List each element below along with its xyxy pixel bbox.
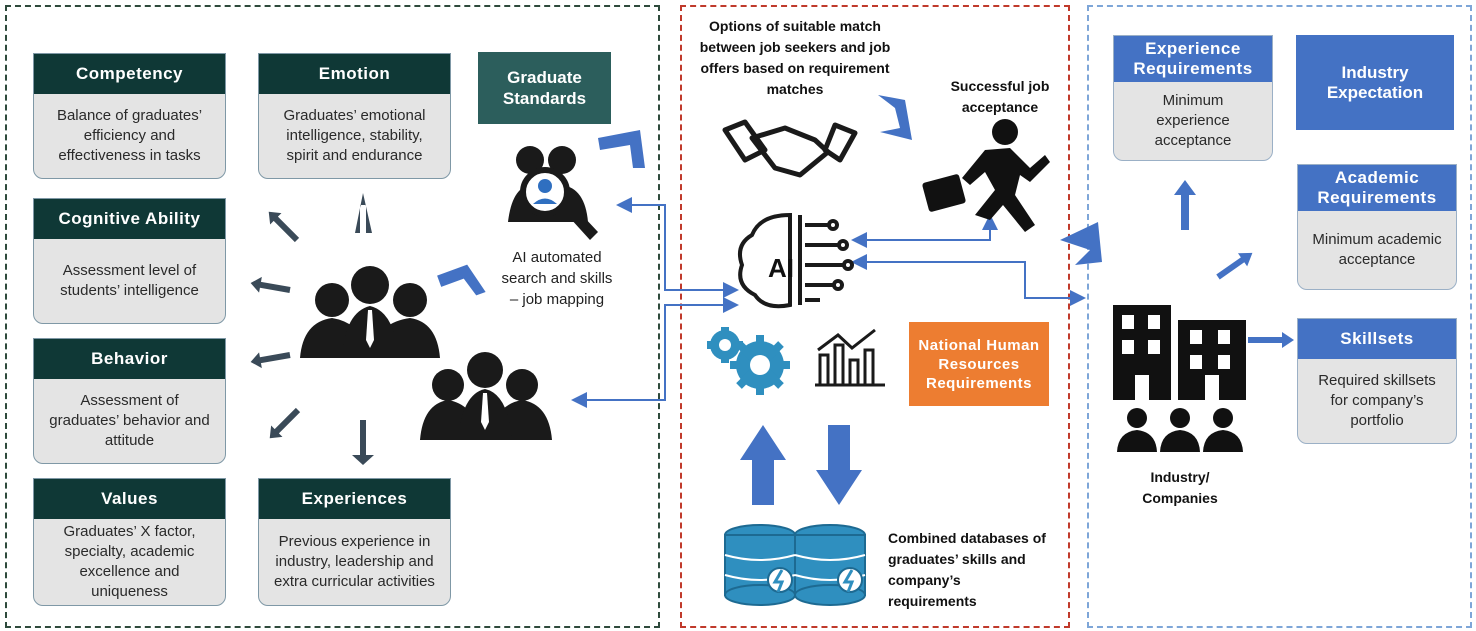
emotion-title: Emotion	[259, 54, 450, 94]
handshake-icon	[722, 119, 858, 178]
experiences-card: Experiences Previous experience in indus…	[258, 478, 451, 606]
national-hr-tag: National Human Resources Requirements	[909, 322, 1049, 406]
experience-req-card: Experience Requirements Minimum experien…	[1113, 35, 1273, 161]
ai-search-label: AI automated search and skills – job map…	[501, 249, 613, 308]
options-text: Options of suitable match between job se…	[699, 18, 891, 97]
skillsets-desc: Required skillsets for company’s portfol…	[1318, 372, 1436, 429]
ai-brain-icon	[738, 212, 854, 309]
database-icon	[724, 524, 866, 606]
cognitive-title: Cognitive Ability	[34, 199, 225, 239]
behavior-title: Behavior	[34, 339, 225, 379]
values-title: Values	[34, 479, 225, 519]
cognitive-card: Cognitive Ability Assessment level of st…	[33, 198, 226, 324]
behavior-card: Behavior Assessment of graduates’ behavi…	[33, 338, 226, 464]
dark-arrows	[250, 193, 374, 465]
competency-title: Competency	[34, 54, 225, 94]
competency-card: Competency Balance of graduates’ efficie…	[33, 53, 226, 179]
experiences-desc: Previous experience in industry, leaders…	[274, 533, 435, 590]
success-text: Successful job acceptance	[950, 78, 1050, 115]
academic-req-title: Academic Requirements	[1298, 165, 1456, 211]
ai-text: AI	[768, 253, 794, 283]
blue-chevrons	[437, 95, 1102, 296]
cognitive-desc: Assessment level of students’ intelligen…	[60, 262, 199, 299]
emotion-desc: Graduates’ emotional intelligence, stabi…	[283, 107, 426, 164]
values-desc: Graduates’ X factor, specialty, academic…	[63, 523, 196, 600]
competency-desc: Balance of graduates’ efficiency and eff…	[56, 107, 203, 164]
gears-icon	[707, 327, 790, 395]
buildings-icon	[1113, 305, 1246, 452]
database-text: Combined databases of graduates’ skills …	[888, 530, 1046, 609]
graduate-standards-tag: Graduate Standards	[478, 52, 611, 124]
skillsets-card: Skillsets Required skillsets for company…	[1297, 318, 1457, 444]
graduates-group-icon	[300, 266, 440, 358]
experience-req-desc: Minimum experience acceptance	[1154, 92, 1232, 149]
graduates-pool-icon	[420, 352, 552, 440]
db-arrows	[740, 425, 862, 505]
analytics-chart-icon	[815, 328, 885, 387]
industry-arrows	[1174, 180, 1294, 348]
industry-label: Industry/ Companies	[1142, 469, 1218, 506]
skillsets-title: Skillsets	[1298, 319, 1456, 359]
values-card: Values Graduates’ X factor, specialty, a…	[33, 478, 226, 606]
behavior-desc: Assessment of graduates’ behavior and at…	[49, 392, 210, 449]
academic-req-card: Academic Requirements Minimum academic a…	[1297, 164, 1457, 290]
academic-req-desc: Minimum academic acceptance	[1312, 231, 1442, 268]
experience-req-title: Experience Requirements	[1114, 36, 1272, 82]
emotion-card: Emotion Graduates’ emotional intelligenc…	[258, 53, 451, 179]
industry-expectation-tag: Industry Expectation	[1296, 35, 1454, 130]
industry-panel	[1087, 5, 1472, 628]
search-people-icon	[508, 146, 598, 240]
experiences-title: Experiences	[259, 479, 450, 519]
running-man-icon	[922, 119, 1050, 232]
